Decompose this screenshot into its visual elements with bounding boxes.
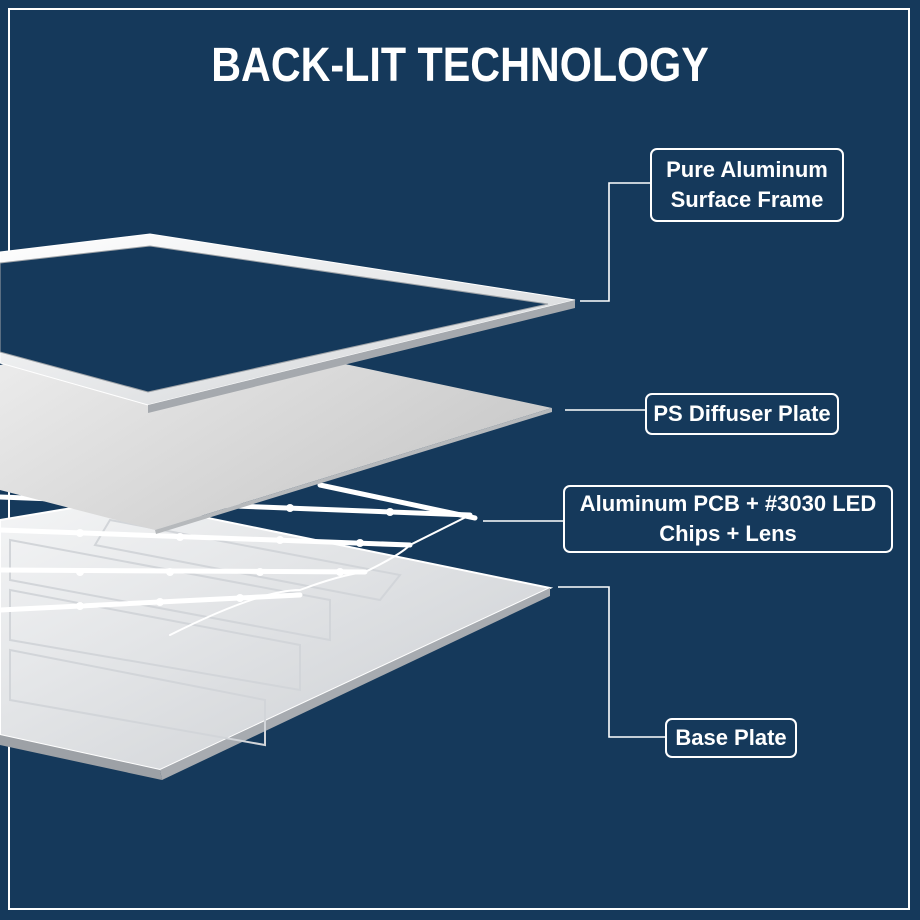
diffuser-label-text: PS Diffuser Plate — [653, 401, 831, 426]
diffuser-label: PS Diffuser Plate — [645, 393, 839, 435]
leader-lines — [483, 182, 665, 738]
base-plate-shape — [0, 498, 554, 780]
base-label: Base Plate — [665, 718, 797, 758]
led-chips — [76, 496, 394, 610]
pcb-label: Aluminum PCB + #3030 LED Chips + Lens — [563, 485, 893, 553]
surface-frame-shape — [0, 233, 576, 413]
frame-label-line2: Surface Frame — [670, 187, 824, 212]
frame-label-line1: Pure Aluminum — [666, 157, 828, 182]
frame-label: Pure Aluminum Surface Frame — [650, 148, 844, 222]
page-title: BACK-LIT TECHNOLOGY — [211, 39, 709, 92]
pcb-label-line1: Aluminum PCB + #3030 LED — [579, 491, 877, 516]
base-label-text: Base Plate — [675, 725, 787, 750]
pcb-label-line2: Chips + Lens — [659, 521, 797, 546]
